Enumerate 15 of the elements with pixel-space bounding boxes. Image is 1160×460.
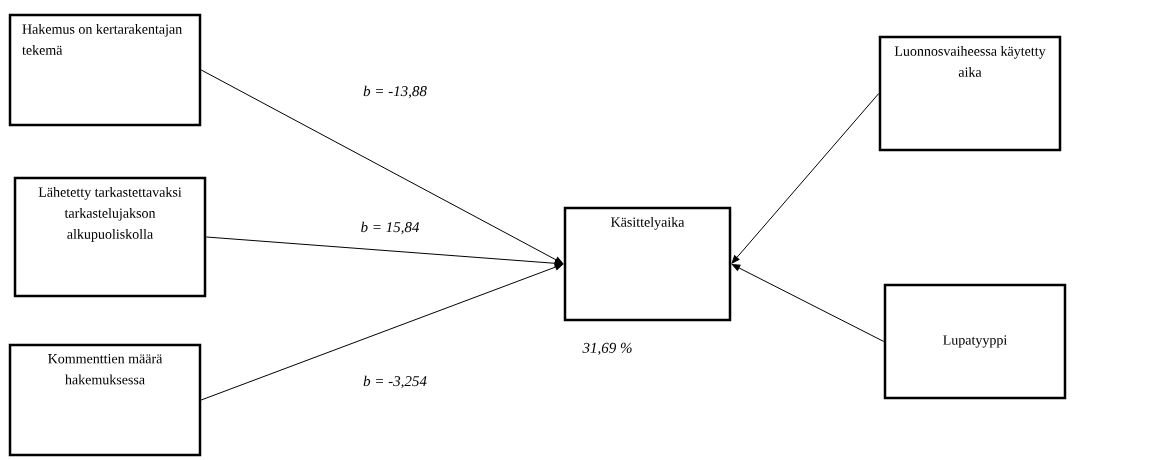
- percentage-label: 31,69 %: [582, 342, 632, 356]
- text-box: Käsittelyaika: [563, 206, 732, 322]
- edge-label: b = -13,88: [362, 84, 428, 100]
- text-box: Hakemus on kertarakentajan tekemä: [8, 13, 202, 127]
- arrow: [200, 69, 564, 264]
- text-box: Luonnosvaiheessa käytetty aika: [878, 35, 1062, 152]
- text-box: Lähetetty tarkastettavaksi tarkastelujakson alkupuoliskolla: [13, 176, 207, 298]
- text-box: Lupatyyppi: [883, 283, 1067, 400]
- text-box: Kommenttien määrä hakemuksessa: [8, 343, 202, 457]
- edge-label: b = 15,84: [359, 220, 421, 236]
- arrow: [200, 263, 563, 401]
- arrow: [205, 236, 563, 267]
- arrow: [731, 93, 880, 264]
- edge-label: b = -3,254: [362, 374, 428, 390]
- arrow: [732, 264, 885, 342]
